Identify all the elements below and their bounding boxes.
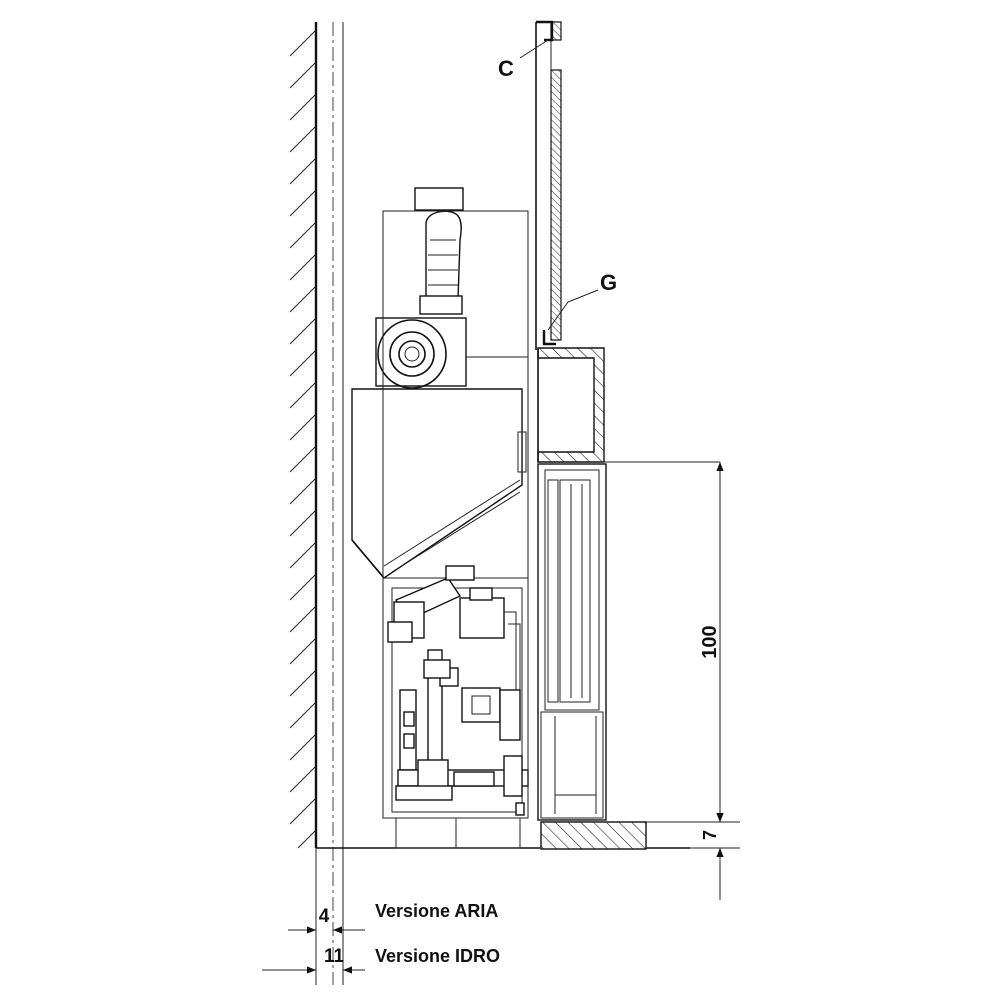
reference-lines <box>315 22 344 985</box>
flue-column <box>535 20 562 350</box>
version-aria-label: Versione ARIA <box>375 901 498 921</box>
pellet-hopper <box>351 388 527 579</box>
dimension-11: 11 <box>324 946 345 967</box>
base-plinth <box>540 821 647 850</box>
marker-g: G <box>600 270 617 295</box>
version-idro-label: Versione IDRO <box>375 946 500 966</box>
marker-leaders <box>519 39 599 331</box>
dimension-7: 7 <box>700 830 720 840</box>
top-frame-beam <box>537 347 720 463</box>
back-wall <box>289 22 318 849</box>
combustion-fan-assembly <box>375 187 467 389</box>
dimension-lines-right <box>646 462 740 900</box>
dimension-4: 4 <box>319 906 330 927</box>
dimension-100: 100 <box>699 625 721 658</box>
marker-c: C <box>498 56 514 81</box>
hydraulic-kit <box>382 565 529 849</box>
front-frame <box>537 463 607 821</box>
dimension-lines-bottom <box>262 926 365 974</box>
stove-body-outline <box>382 210 529 819</box>
